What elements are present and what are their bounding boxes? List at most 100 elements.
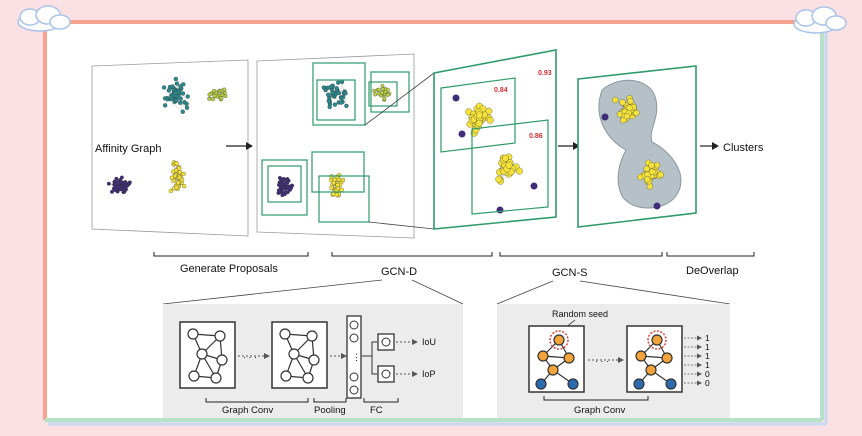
graph-node	[115, 185, 120, 190]
graph-node	[278, 180, 283, 185]
outlier-node	[653, 202, 661, 210]
svg-text:⋮: ⋮	[352, 352, 361, 362]
graph-node	[184, 105, 190, 110]
graph-node	[338, 100, 344, 105]
schematic-node	[187, 328, 199, 340]
clusters-label: Clusters	[723, 142, 764, 154]
graph-node	[648, 162, 655, 169]
gcn-s-output-graph-nodes	[633, 330, 677, 390]
gcn-s-detail-bracket	[543, 396, 649, 401]
gcn-s-graph-nodes	[601, 95, 664, 210]
cloud-icon-right	[793, 6, 847, 34]
gcn-s-input-graph-nodes	[535, 330, 579, 390]
gcn-d-dashed-arrow	[238, 353, 270, 359]
output-arrowhead	[697, 380, 702, 386]
graph-node	[280, 189, 285, 194]
affinity-graph-nodes	[106, 76, 228, 195]
graph-node	[649, 168, 656, 175]
graph-node	[385, 93, 390, 97]
output-value: 1	[705, 360, 710, 370]
gcn-d-ellipsis: · · ·	[243, 352, 257, 362]
graph-node	[327, 104, 332, 110]
graph-node	[176, 166, 182, 171]
iop-label: IoP	[422, 369, 436, 379]
graph-node	[344, 103, 349, 109]
graph-node	[502, 154, 509, 162]
output-arrowhead	[697, 335, 702, 341]
gcn-s-ellipsis: · · ·	[595, 356, 609, 366]
graph-node	[223, 94, 228, 99]
fc-neuron-iop	[377, 365, 418, 383]
gcn-s-panel	[577, 65, 697, 228]
graph-node	[180, 91, 186, 96]
graph-node	[475, 119, 483, 127]
random-seed-label: Random seed	[552, 309, 608, 319]
arrow-icon-1	[226, 142, 253, 150]
graph-node	[332, 102, 338, 107]
gcn-d-graph-nodes	[452, 94, 538, 214]
graph-node	[334, 86, 339, 91]
schematic-node	[633, 378, 645, 390]
graph-node	[336, 80, 341, 85]
graph-node	[376, 87, 381, 92]
graph-node	[336, 90, 342, 96]
output-arrowhead	[697, 371, 702, 377]
graph-node	[285, 180, 290, 185]
graph-node	[184, 101, 189, 106]
schematic-node	[563, 352, 575, 364]
cloud-icon-left	[17, 5, 71, 32]
graph-node	[339, 96, 344, 101]
graph-node	[385, 87, 390, 92]
arrow-icon-2	[558, 142, 580, 150]
random-seed-marker	[549, 330, 569, 350]
schematic-node	[210, 372, 222, 384]
gcn-d-label: GCN-D	[381, 266, 417, 278]
output-arrowhead	[697, 344, 702, 350]
graph-node	[326, 92, 331, 97]
graph-node	[178, 96, 183, 101]
graph-node	[121, 180, 125, 185]
outlier-node	[530, 182, 538, 190]
graph-node	[117, 181, 122, 186]
schematic-node	[196, 348, 208, 360]
outlier-node	[601, 113, 609, 121]
graph-node	[178, 100, 183, 105]
graph-node	[280, 193, 285, 198]
graph-node	[380, 84, 385, 88]
graph-node	[633, 109, 640, 117]
graph-node	[173, 90, 178, 96]
graph-node	[174, 97, 179, 103]
schematic-node	[288, 348, 300, 360]
graph-node	[281, 178, 285, 183]
graph-node	[179, 177, 185, 183]
graph-node	[212, 93, 217, 98]
schematic-node	[535, 378, 547, 390]
graph-conv-label-s: Graph Conv	[574, 405, 625, 416]
fc-label: FC	[370, 405, 383, 416]
zoom-lines	[364, 72, 435, 230]
output-value: 1	[705, 342, 710, 352]
schematic-node	[661, 352, 673, 364]
pooling-label: Pooling	[314, 405, 346, 416]
graph-node	[343, 91, 348, 96]
graph-node	[127, 180, 132, 185]
graph-node	[180, 109, 185, 114]
graph-node	[281, 182, 286, 187]
schematic-node	[302, 372, 314, 384]
schematic-node	[567, 378, 579, 390]
proposals-panel	[256, 53, 415, 239]
graph-node	[328, 84, 334, 89]
graph-node	[286, 185, 291, 190]
gcn-d-panel: 0.93 0.84 0.86	[433, 49, 557, 230]
detail-connectors	[162, 279, 731, 305]
random-seed-marker	[647, 330, 667, 350]
graph-node	[181, 183, 187, 189]
graph-node	[171, 178, 176, 183]
outlier-node	[458, 130, 466, 138]
score-label-1: 0.93	[538, 70, 552, 77]
graph-node	[372, 88, 377, 93]
graph-node	[657, 171, 664, 178]
schematic-node	[553, 334, 565, 346]
graph-node	[326, 98, 331, 104]
score-label-3: 0.86	[529, 133, 543, 140]
